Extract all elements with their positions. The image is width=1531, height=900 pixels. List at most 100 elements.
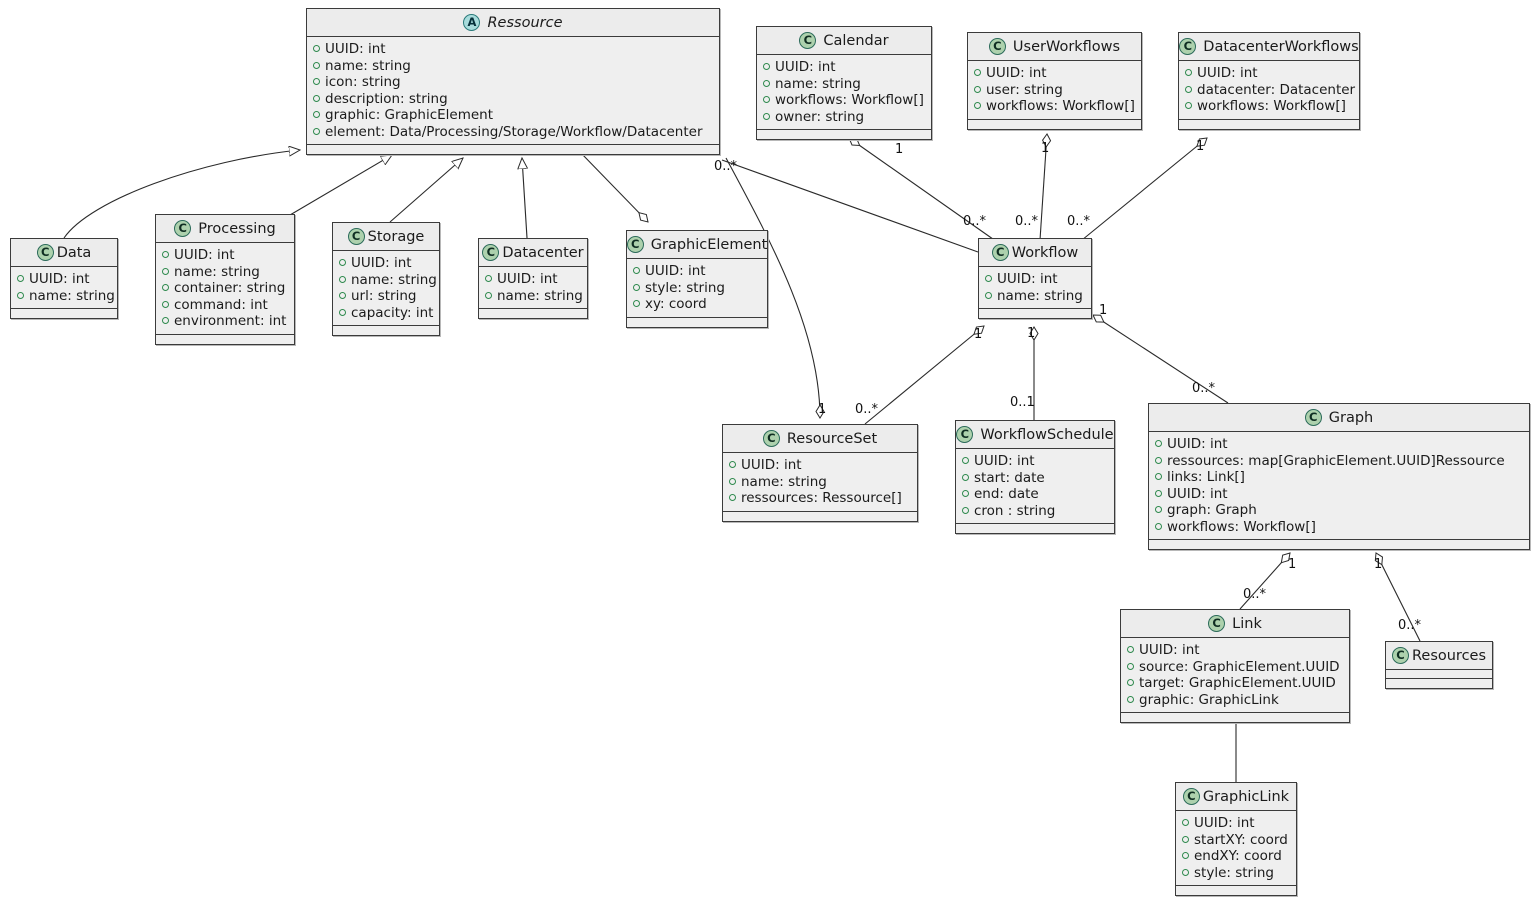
visibility-public-icon bbox=[1155, 522, 1162, 530]
attribute-label: name: string bbox=[775, 75, 861, 92]
class-icon: C bbox=[991, 244, 1009, 261]
attribute-label: UUID: int bbox=[174, 247, 235, 263]
attribute-label: user: string bbox=[986, 81, 1063, 98]
visibility-public-icon bbox=[339, 292, 346, 299]
class-icon: C bbox=[1179, 38, 1197, 55]
attribute-row: owner: string bbox=[763, 109, 924, 126]
edge-processing-inherits-ressource bbox=[289, 155, 392, 216]
class-name-label: Storage bbox=[367, 228, 425, 245]
attribute-row: command: int bbox=[162, 297, 287, 314]
visibility-public-icon bbox=[313, 94, 320, 102]
visibility-public-icon bbox=[1155, 473, 1162, 480]
attribute-label: name: string bbox=[174, 263, 260, 280]
attribute-row: UUID: int bbox=[1182, 815, 1289, 832]
class-icon: C bbox=[626, 236, 644, 253]
attribute-label: UUID: int bbox=[351, 255, 412, 271]
class-icon: C bbox=[988, 38, 1006, 55]
class-methods-compartment bbox=[156, 334, 294, 344]
visibility-public-icon bbox=[962, 506, 969, 514]
visibility-public-icon bbox=[313, 61, 320, 69]
attribute-row: UUID: int bbox=[633, 263, 760, 280]
visibility-public-icon bbox=[339, 275, 346, 283]
multiplicity-label-m-workflow-graph: 1 bbox=[1099, 303, 1108, 318]
attribute-row: name: string bbox=[17, 288, 115, 305]
attribute-row: container: string bbox=[162, 280, 287, 297]
multiplicity-label-m-schedule-zeroone: 0..1 bbox=[1010, 395, 1035, 410]
edge-datacenterworkflows-has-workflow bbox=[1081, 137, 1208, 241]
class-name-label: Datacenter bbox=[502, 244, 584, 261]
attribute-row: UUID: int bbox=[962, 453, 1107, 470]
attribute-label: UUID: int bbox=[974, 453, 1035, 469]
attribute-row: user: string bbox=[974, 82, 1134, 99]
class-header-ressource: A Ressource bbox=[307, 9, 719, 37]
attribute-row: name: string bbox=[313, 58, 712, 75]
attribute-label: UUID: int bbox=[497, 271, 558, 287]
class-name-label: Workflow bbox=[1011, 244, 1079, 261]
attribute-row: start: date bbox=[962, 470, 1107, 487]
visibility-public-icon bbox=[1185, 102, 1192, 109]
attribute-row: element: Data/Processing/Storage/Workflo… bbox=[313, 124, 712, 141]
visibility-public-icon bbox=[1182, 835, 1189, 843]
class-name-label: WorkflowSchedule bbox=[980, 426, 1114, 443]
attribute-label: name: string bbox=[29, 287, 115, 304]
visibility-public-icon bbox=[1182, 852, 1189, 859]
class-methods-compartment bbox=[1149, 540, 1529, 549]
attribute-label: graph: Graph bbox=[1167, 502, 1257, 518]
class-name-label: Ressource bbox=[487, 14, 563, 31]
attribute-row: links: Link[] bbox=[1155, 469, 1522, 486]
abstract-class-icon: A bbox=[463, 14, 481, 31]
attribute-row: graph: Graph bbox=[1155, 502, 1522, 519]
attribute-label: name: string bbox=[741, 473, 827, 490]
attribute-label: UUID: int bbox=[1167, 485, 1228, 502]
visibility-public-icon bbox=[313, 45, 320, 52]
class-icon: C bbox=[1391, 647, 1409, 664]
visibility-public-icon bbox=[1127, 679, 1134, 686]
attribute-row: startXY: coord bbox=[1182, 832, 1289, 849]
visibility-public-icon bbox=[339, 259, 346, 266]
attribute-row: UUID: int bbox=[485, 271, 580, 288]
class-methods-compartment bbox=[956, 524, 1114, 533]
attribute-label: xy: coord bbox=[645, 296, 707, 312]
class-header-datacenterworkflows: C DatacenterWorkflows bbox=[1179, 33, 1359, 61]
visibility-public-icon bbox=[1155, 506, 1162, 513]
class-name-label: DatacenterWorkflows bbox=[1203, 38, 1359, 55]
visibility-public-icon bbox=[17, 275, 24, 282]
attribute-label: UUID: int bbox=[1139, 642, 1200, 658]
attribute-row: workflows: Workflow[] bbox=[974, 98, 1135, 115]
visibility-public-icon bbox=[485, 291, 492, 299]
attribute-label: UUID: int bbox=[986, 65, 1047, 81]
multiplicity-label-m-graph-resources-one: 1 bbox=[1374, 557, 1383, 572]
edge-workflow-has-resourceset bbox=[864, 325, 985, 425]
attribute-row: UUID: int bbox=[17, 271, 110, 288]
attribute-row: name: string bbox=[763, 76, 924, 93]
class-attributes-resources bbox=[1386, 670, 1492, 679]
multiplicity-label-m-workflow-resourceset: 1 bbox=[974, 327, 983, 342]
class-methods-compartment bbox=[723, 511, 917, 521]
visibility-public-icon bbox=[633, 267, 640, 274]
attribute-row: graphic: GraphicLink bbox=[1127, 692, 1342, 709]
attribute-row: UUID: int bbox=[974, 65, 1134, 82]
class-name-label: Calendar bbox=[823, 32, 889, 49]
attribute-row: UUID: int bbox=[763, 59, 924, 76]
multiplicity-label-m-resourceset-many: 0..* bbox=[855, 402, 879, 417]
attribute-label: graphic: GraphicLink bbox=[1139, 691, 1279, 708]
visibility-public-icon bbox=[763, 96, 770, 103]
